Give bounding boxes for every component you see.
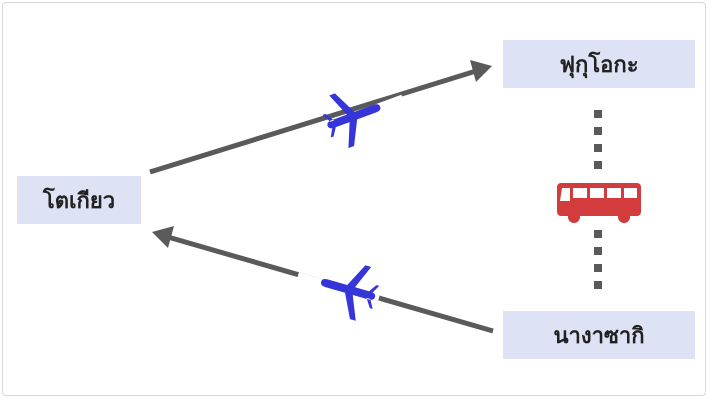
city-label-tokyo: โตเกียว xyxy=(42,188,116,214)
airplane-icon xyxy=(296,265,380,321)
arrow-tokyo-to-fukuoka xyxy=(149,60,492,175)
diagram-frame xyxy=(2,2,706,396)
arrow-nagasaki-to-tokyo xyxy=(152,226,494,334)
city-label-nagasaki: นางาซากิ xyxy=(553,323,645,349)
city-box-tokyo: โตเกียว xyxy=(17,176,141,224)
city-box-nagasaki: นางาซากิ xyxy=(503,311,695,359)
bus-icon xyxy=(557,183,641,223)
city-box-fukuoka: ฟุกุโอกะ xyxy=(503,40,695,88)
city-label-fukuoka: ฟุกุโอกะ xyxy=(559,52,639,78)
dotted-route-fukuoka-nagasaki xyxy=(594,110,602,289)
airplane-icon xyxy=(322,93,404,149)
